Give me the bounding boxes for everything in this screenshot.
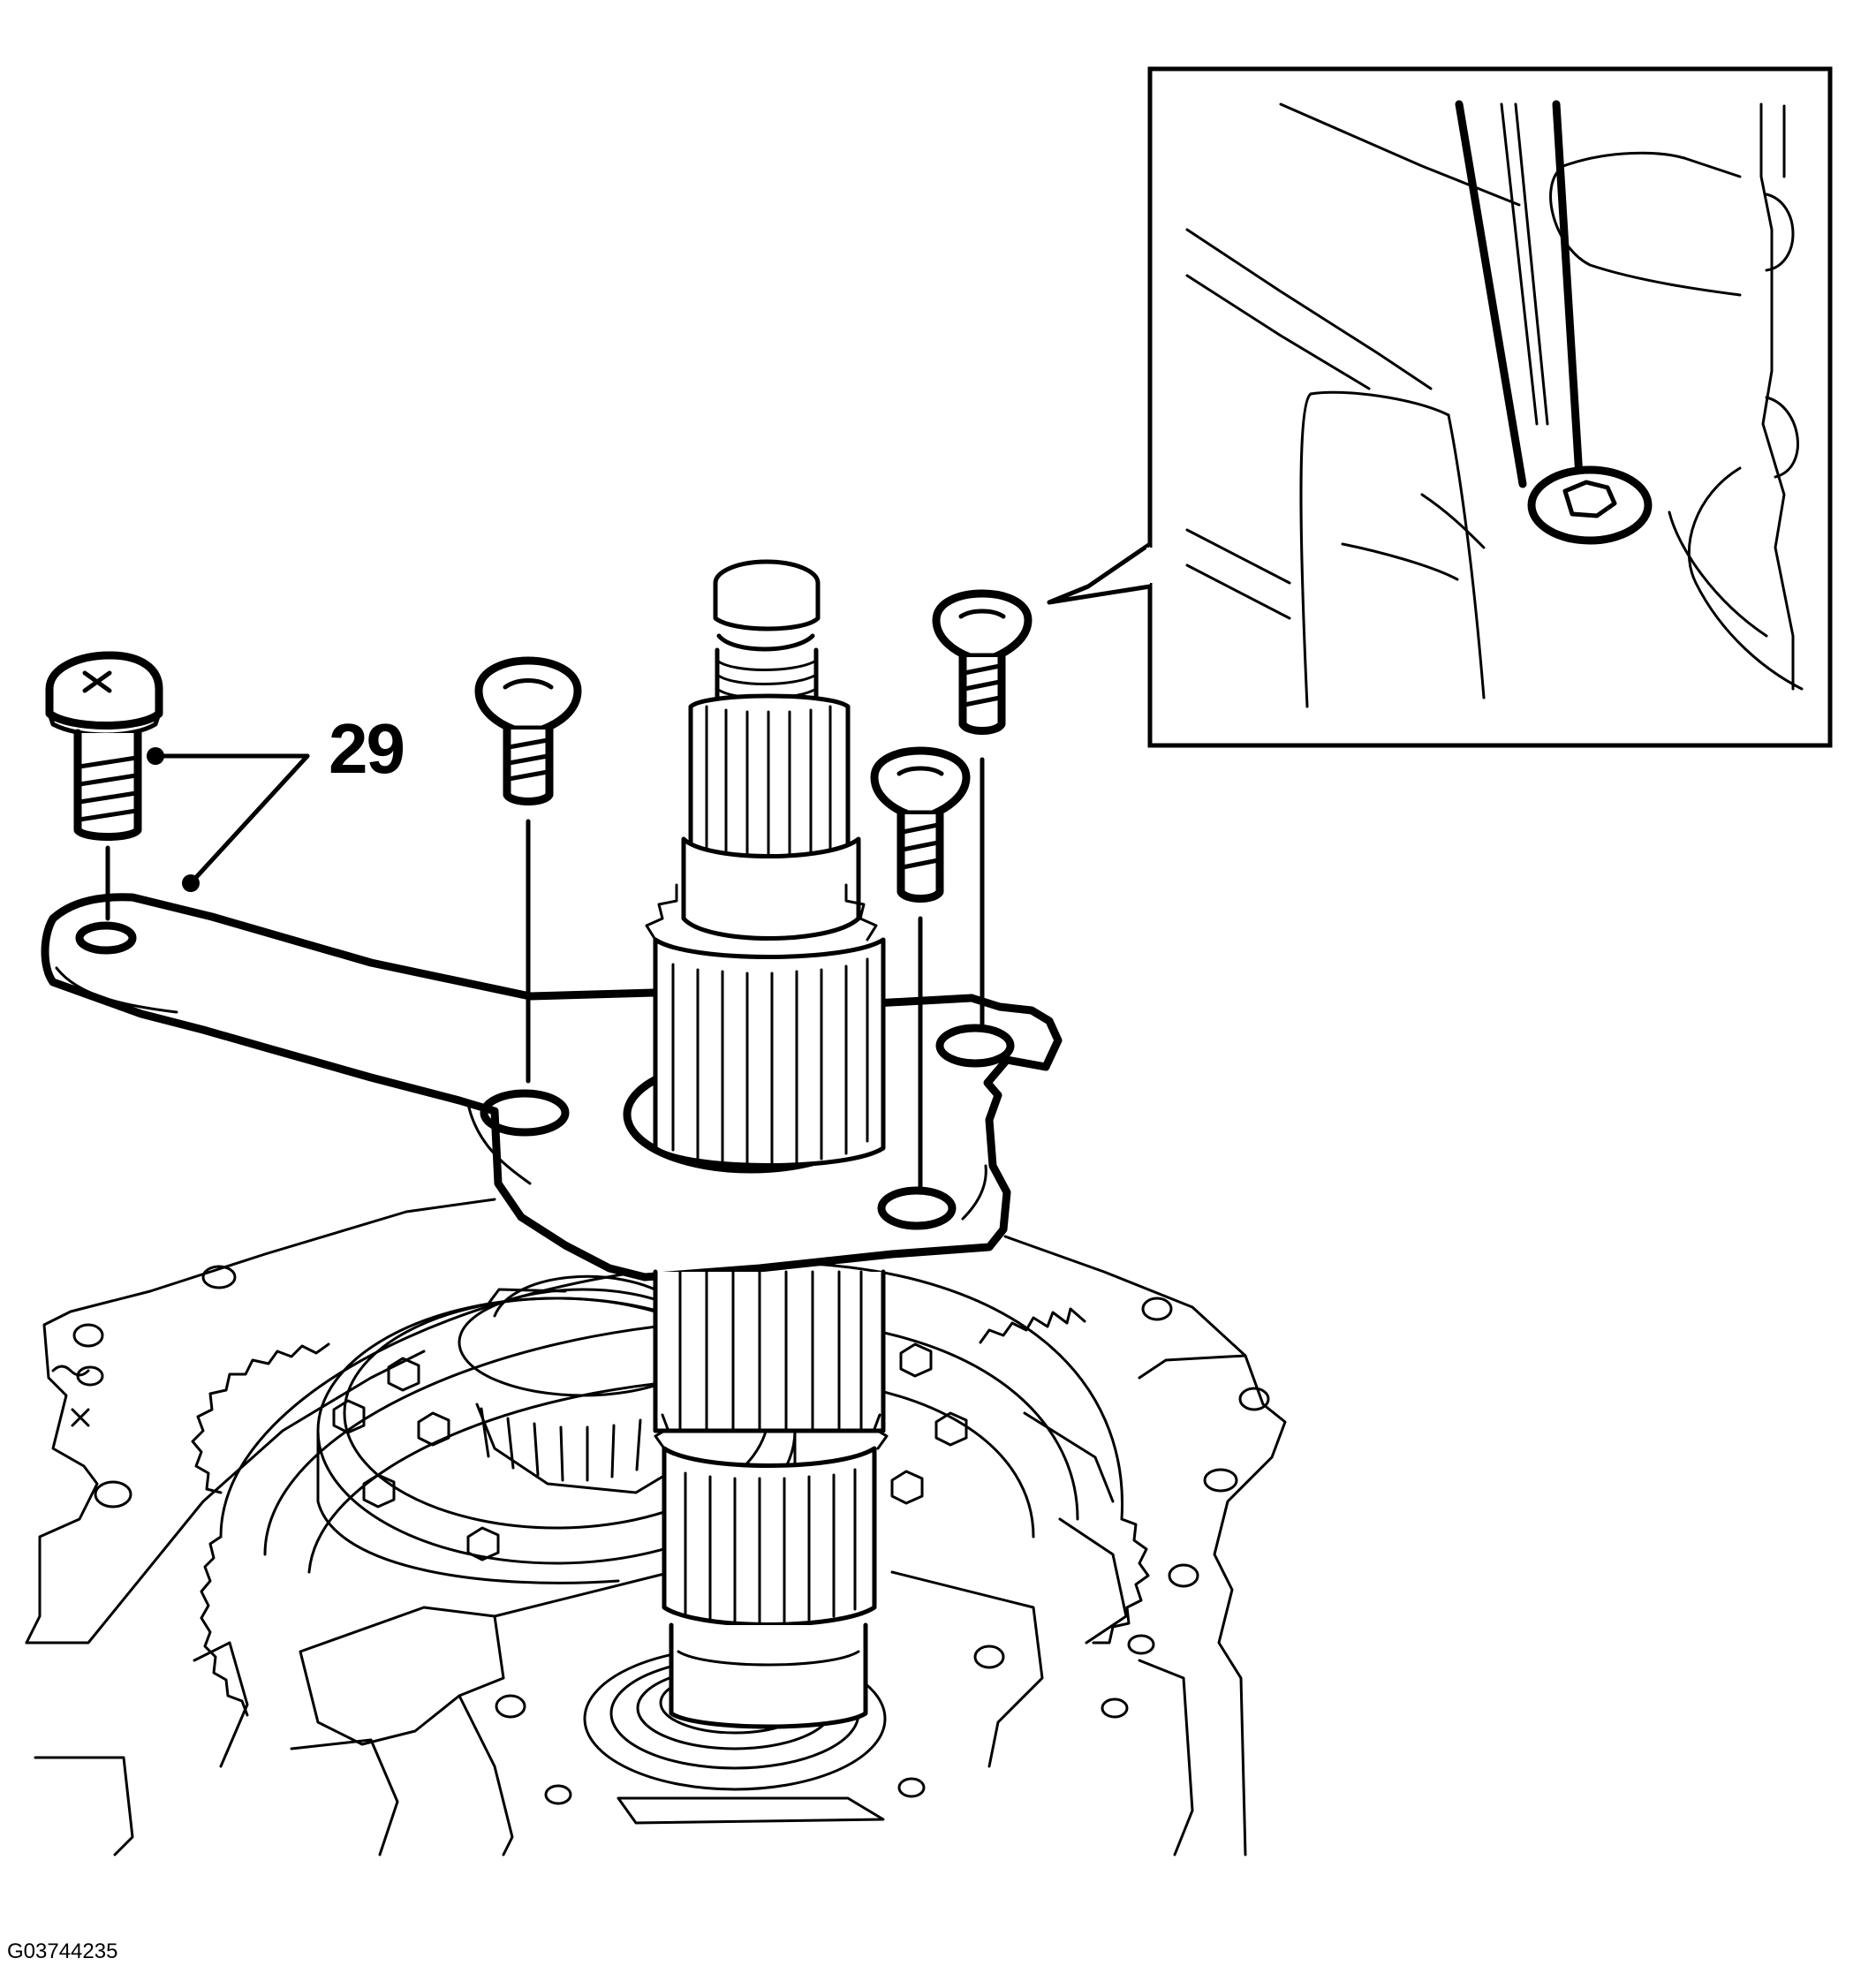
countersunk-screw-icon bbox=[932, 589, 1033, 1027]
hex-key-icon bbox=[1455, 100, 1584, 488]
bolt-holding-plate-icon bbox=[41, 893, 1063, 1282]
figure-code: G03744235 bbox=[7, 1939, 118, 1963]
magnified-detail-inset-icon bbox=[1047, 66, 1833, 748]
roller-bearing-icon bbox=[458, 1274, 708, 1494]
transmission-shaft-icon bbox=[645, 559, 889, 1729]
hub-bolt-heads bbox=[332, 1342, 968, 1561]
countersunk-screw-icon bbox=[870, 746, 971, 1195]
flange-bolt-icon bbox=[45, 651, 163, 921]
countersunk-screw-icon bbox=[474, 656, 582, 1084]
callout-number: 29 bbox=[329, 709, 405, 788]
callout-leader-lines bbox=[147, 747, 310, 892]
case-bolt-holes bbox=[51, 1265, 1270, 1805]
